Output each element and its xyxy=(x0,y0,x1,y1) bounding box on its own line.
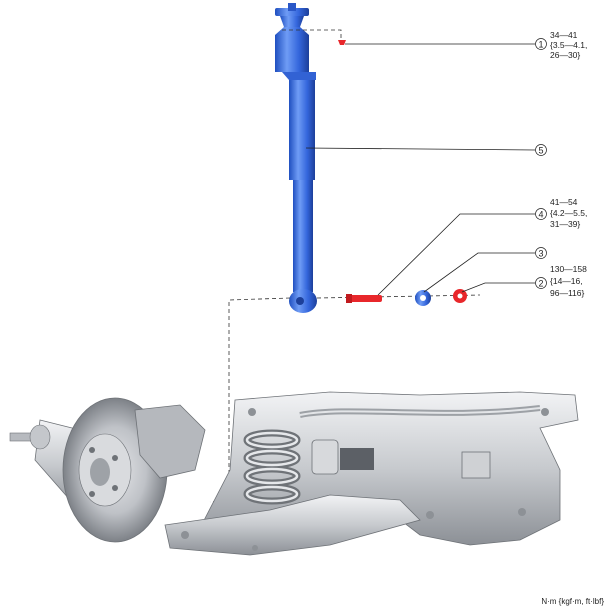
callout-5-number: 5 xyxy=(538,146,543,156)
callout-1-torque-line-1: 34—41 xyxy=(550,30,578,40)
callout-3: 3 xyxy=(535,247,547,259)
washer-icon xyxy=(415,290,431,306)
upper-nut-icon xyxy=(338,40,346,45)
rear-suspension-subframe xyxy=(9,391,579,556)
callout-4-torque-line-3: 31—39} xyxy=(550,219,580,229)
callout-3-number: 3 xyxy=(538,249,543,259)
callout-4-number: 4 xyxy=(538,210,543,220)
callout-leader-lines xyxy=(305,43,536,296)
callout-2-number: 2 xyxy=(538,279,543,289)
shock-absorber xyxy=(275,3,317,313)
callout-2-torque-line-1: 130—158 xyxy=(550,264,587,274)
callout-1-torque-line-2: {3.5—4.1, xyxy=(550,40,587,50)
callout-4: 4 41—54 {4.2—5.5, 31—39} xyxy=(535,197,587,229)
torque-units-note: N·m {kgf·m, ft·lbf} xyxy=(541,597,604,606)
callout-1: 1 34—41 {3.5—4.1, 26—30} xyxy=(535,30,587,60)
callout-4-torque-line-2: {4.2—5.5, xyxy=(550,208,587,218)
callout-1-torque-line-3: 26—30} xyxy=(550,50,580,60)
callout-2: 2 130—158 {14—16, 96—116} xyxy=(535,264,587,298)
lower-nut-icon xyxy=(453,289,467,303)
callout-2-torque-line-2: {14—16, xyxy=(550,276,583,286)
callout-5: 5 xyxy=(535,144,547,156)
assembly-guide-lines xyxy=(209,29,481,503)
callout-2-torque-line-3: 96—116} xyxy=(550,288,585,298)
callout-4-torque-line-1: 41—54 xyxy=(550,197,578,207)
lower-bolt-icon xyxy=(346,294,382,303)
callout-1-number: 1 xyxy=(538,40,543,50)
